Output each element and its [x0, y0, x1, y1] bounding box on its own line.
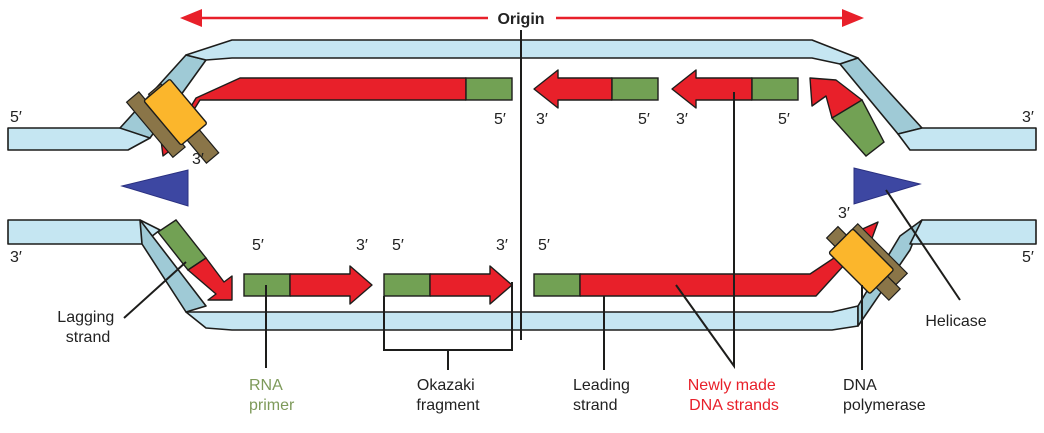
upper-frag-right-5: 5′ [778, 111, 790, 128]
lagging-leader [123, 261, 187, 319]
end-top-left: 5′ [10, 109, 22, 126]
lower-frag2-5: 5′ [392, 237, 404, 254]
lower-fragment-1 [243, 265, 373, 305]
label-lagging-strand: Lagging strand [57, 309, 118, 346]
lower-leading-5: 5′ [538, 237, 550, 254]
helicase-left-icon [120, 169, 189, 207]
lower-leading-3: 3′ [838, 205, 850, 222]
upper-frag-left-5: 5′ [494, 111, 506, 128]
lower-lagging-entry [156, 219, 233, 301]
label-okazaki-fragment: Okazaki fragment [416, 377, 480, 414]
polymerase-top-left [125, 79, 220, 164]
upper-frag-right-3: 3′ [676, 111, 688, 128]
lower-frag2-3: 3′ [496, 237, 508, 254]
lower-fragment-2 [383, 265, 513, 305]
polymerase-bottom-right [825, 222, 909, 302]
upper-lagging-long-fragment [159, 77, 513, 157]
end-top-right: 3′ [1022, 109, 1034, 126]
bottom-parental-strand [7, 219, 1037, 331]
label-leading-strand: Leading strand [573, 377, 634, 414]
upper-frag-left-3: 3′ [192, 151, 204, 168]
end-bottom-right: 5′ [1022, 249, 1034, 266]
label-newly-made: Newly made DNA strands [688, 377, 780, 414]
lower-leading-fragment [533, 221, 879, 297]
label-dna-polymerase: DNA polymerase [843, 377, 926, 414]
upper-fragment-right [671, 69, 799, 109]
lower-frag1-3: 3′ [356, 237, 368, 254]
upper-frag-mid-3: 3′ [536, 111, 548, 128]
label-rna-primer: RNA primer [249, 377, 295, 414]
origin-arrow [180, 9, 864, 27]
lower-frag1-5: 5′ [252, 237, 264, 254]
end-bottom-left: 3′ [10, 249, 22, 266]
upper-leading-entry [809, 77, 885, 157]
label-helicase: Helicase [925, 313, 986, 330]
upper-frag-mid-5: 5′ [638, 111, 650, 128]
origin-label: Origin [497, 11, 544, 28]
newly-made-leader [675, 92, 735, 370]
upper-fragment-middle [533, 69, 659, 109]
helicase-right-icon [853, 167, 922, 205]
helicase-leader [885, 189, 961, 301]
